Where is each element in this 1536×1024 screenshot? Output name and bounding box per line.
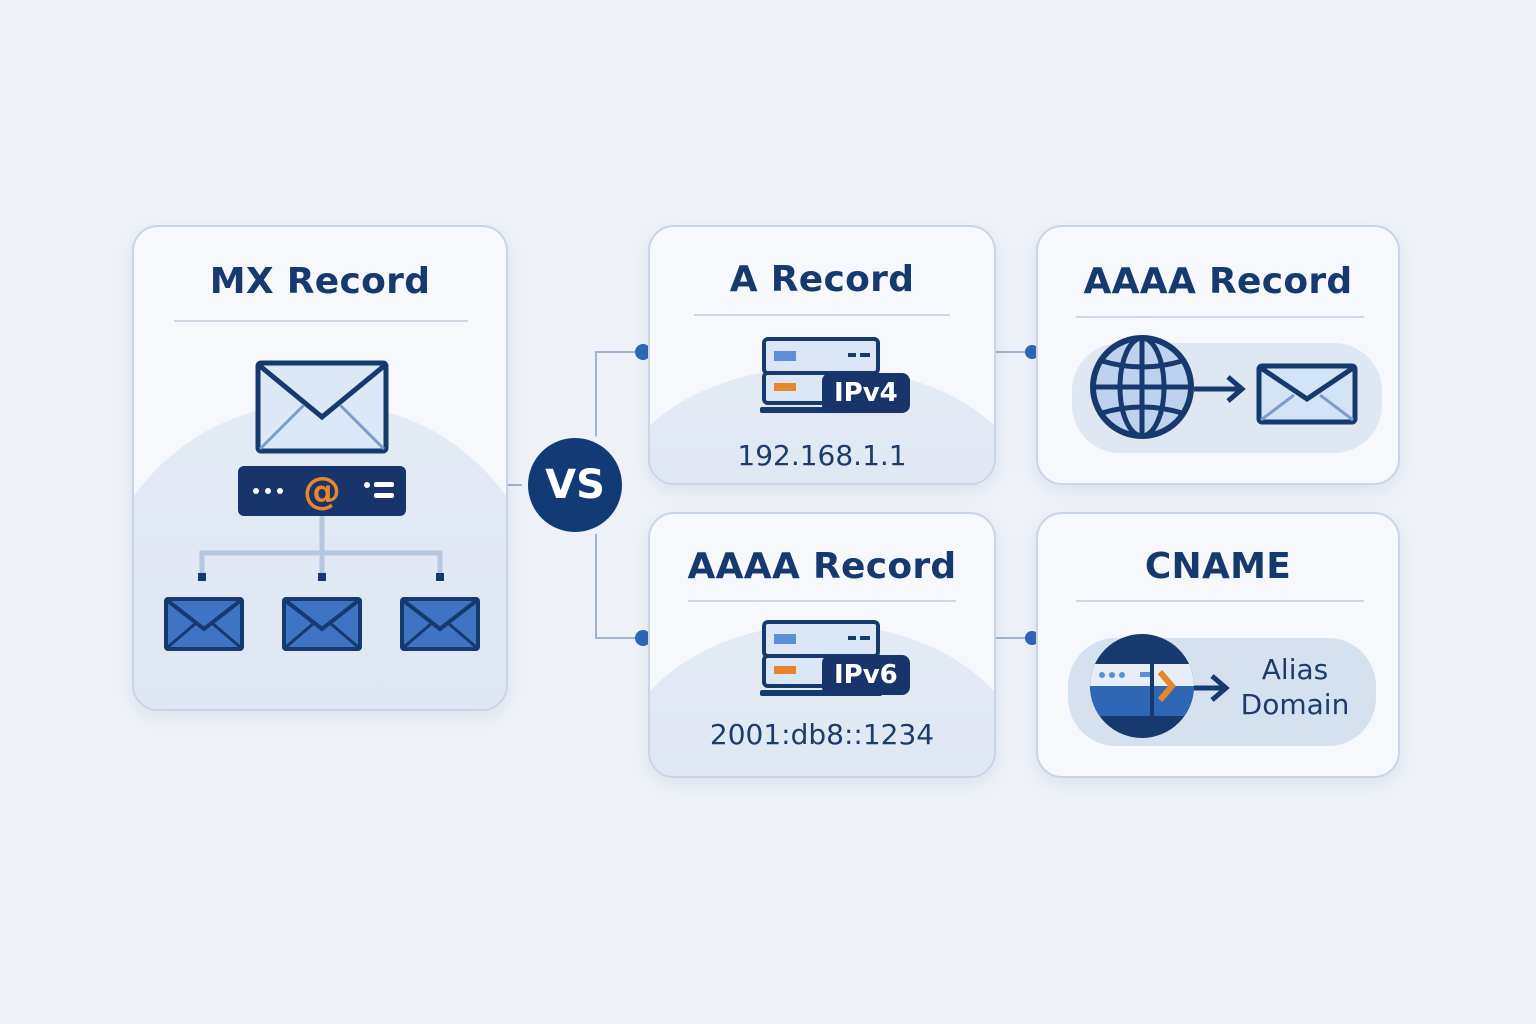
- aaaa-record-card: AAAA Record IPv6 2001:db8::1234: [648, 512, 996, 778]
- aaaa-record-title: AAAA Record: [1083, 261, 1353, 302]
- a-record-card: A Record IPv4 192.168.1.1: [648, 225, 996, 485]
- arrow-right-icon: [1194, 375, 1246, 403]
- cname-card: CNAME Alias Domain: [1036, 512, 1400, 778]
- envelope-icon: [255, 360, 389, 454]
- connector-dot: [635, 630, 651, 646]
- connector-dot: [1025, 631, 1039, 645]
- envelope-icon: [282, 597, 362, 651]
- domain-line: Domain: [1240, 688, 1350, 721]
- ipv6-address: 2001:db8::1234: [709, 718, 935, 751]
- envelope-icon: [400, 597, 480, 651]
- mail-server-icon: @: [164, 360, 480, 651]
- ipv6-badge: IPv6: [822, 655, 910, 695]
- arrow-right-icon: [1194, 674, 1230, 702]
- aaaa-record-title: AAAA Record: [687, 546, 957, 587]
- title-divider: [174, 320, 468, 322]
- connector-dot: [635, 344, 651, 360]
- globe-to-mail-icon: [1090, 335, 1358, 439]
- envelope-icon: [1256, 363, 1358, 425]
- cname-title: CNAME: [1144, 546, 1292, 587]
- ipv4-address: 192.168.1.1: [737, 439, 907, 472]
- vs-badge: VS: [522, 432, 628, 538]
- title-divider: [688, 600, 956, 602]
- alias-domain-label: Alias Domain: [1230, 652, 1360, 722]
- title-divider: [1076, 316, 1364, 318]
- aaaa-record-globe-card: AAAA Record: [1036, 225, 1400, 485]
- title-divider: [694, 314, 950, 316]
- alias-redirect-icon: [1090, 634, 1230, 738]
- vs-label: VS: [528, 438, 622, 532]
- ipv4-badge: IPv4: [822, 373, 910, 413]
- title-divider: [1076, 600, 1364, 602]
- alias-line: Alias: [1261, 653, 1329, 686]
- connector-dot: [1025, 345, 1039, 359]
- server-icon: [760, 337, 882, 413]
- a-record-title: A Record: [729, 259, 915, 300]
- envelope-icon: [164, 597, 244, 651]
- svg-text:@: @: [303, 469, 341, 513]
- mx-record-title: MX Record: [209, 261, 431, 302]
- globe-icon: [1090, 335, 1194, 439]
- mx-record-card: MX Record @: [132, 225, 508, 711]
